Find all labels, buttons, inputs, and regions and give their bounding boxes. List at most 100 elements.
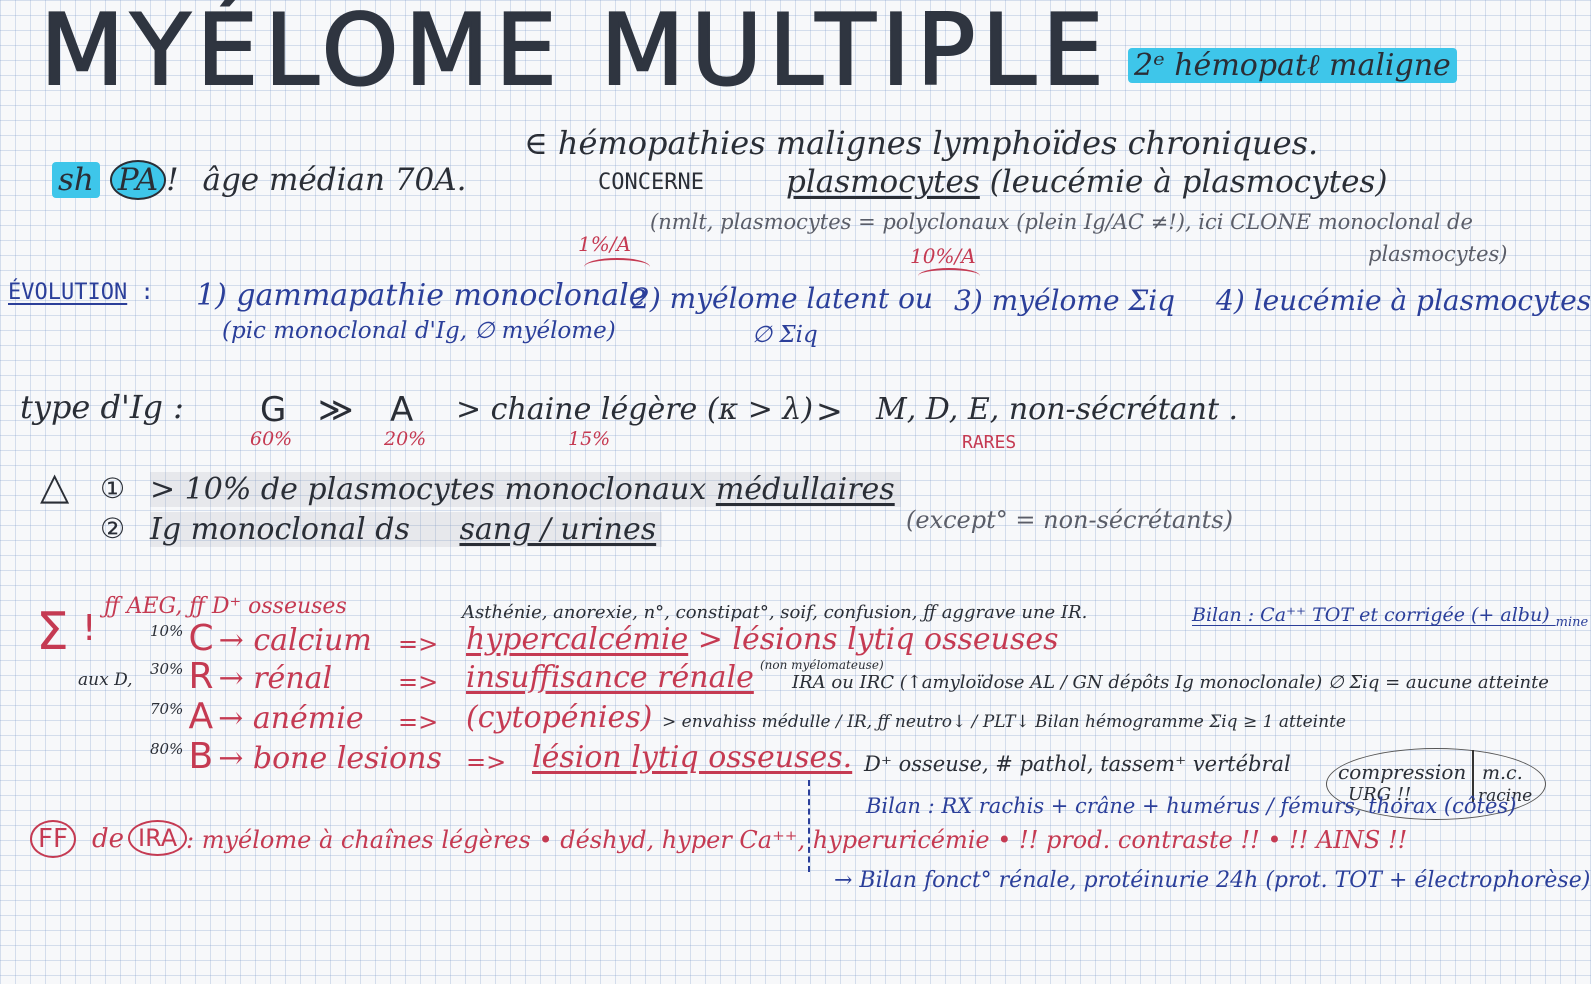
crab-result: lésion lytiq osseuses.	[532, 740, 852, 775]
ig-a: A	[390, 390, 414, 430]
ig-chain: > chaine légère (κ > λ)	[456, 392, 814, 427]
criterion-2-text: Ig monoclonal ds	[150, 512, 410, 547]
symptoms-top: ƒƒ AEG, ƒƒ D⁺ osseuses	[104, 594, 347, 619]
bilan-calcium: Bilan : Ca⁺⁺ TOT et corrigée (+ albu) mi…	[1192, 604, 1588, 630]
sh-excl: !	[166, 162, 179, 198]
evolution-colon: :	[140, 280, 154, 305]
crab-letter: B	[188, 736, 214, 777]
evolution-step-1: 1) gammapathie monoclonale	[196, 278, 647, 313]
crab-result-text: hypercalcémie	[466, 622, 689, 657]
crab-word: → anémie	[218, 701, 364, 736]
crab-extra: > lésions lytiq osseuses	[697, 622, 1059, 657]
delta-icon: △	[40, 464, 70, 508]
criterion-1-number: ①	[100, 472, 126, 505]
sigma-excl: !	[82, 608, 97, 649]
crab-result: (cytopénies)	[466, 700, 652, 735]
criterion-2: Ig monoclonal ds sang / urines	[150, 512, 663, 547]
crab-pct: 30%	[150, 660, 184, 678]
crab-letter: C	[188, 618, 214, 659]
ff-label: FF	[30, 820, 76, 858]
arrow-1	[584, 258, 650, 276]
evolution-step-4: 4) leucémie à plasmocytes	[1216, 284, 1591, 317]
criterion-1: > 10% de plasmocytes monoclonaux médulla…	[150, 472, 901, 507]
ff-ira: IRA	[128, 820, 188, 856]
concerne-plasmocytes: plasmocytes	[786, 164, 980, 200]
crab-row-c: 10% C → calcium	[150, 618, 372, 659]
pct-2: 10%/A	[910, 244, 976, 268]
criterion-2-underlined: sang / urines	[459, 512, 657, 547]
evolution-title: ÉVOLUTION	[8, 280, 128, 305]
age-median: âge médian 70A.	[202, 162, 467, 198]
myelo-note: (non myélomateuse)	[760, 658, 884, 672]
crab-row-r: 30% R → rénal	[150, 656, 332, 697]
symptoms-list: Asthénie, anorexie, n°, constipat°, soif…	[462, 602, 1088, 623]
crab-result: insuffisance rénale	[466, 660, 754, 695]
crab-arrow: =>	[398, 708, 439, 736]
crab-word: → calcium	[218, 623, 372, 658]
subtitle: ∈ hémopathies malignes lymphoïdes chroni…	[524, 124, 1319, 162]
crab-result: hypercalcémie > lésions lytiq osseuses	[466, 622, 1058, 657]
evolution-step-3: 3) myélome Σiq	[954, 284, 1176, 317]
nmlt-note-end: plasmocytes)	[1368, 242, 1508, 266]
ig-gg: ≫	[318, 390, 354, 430]
aux-d: aux D,	[78, 670, 133, 690]
crab-letter: R	[188, 656, 214, 697]
evolution-step-2-sub: ∅ Σiq	[752, 322, 818, 348]
nmlt-note: (nmlt, plasmocytes = polyclonaux (plein …	[650, 210, 1473, 234]
pct-a: 20%	[384, 428, 427, 450]
crab-extra: IRA ou IRC (↑amyloïdose AL / GN dépôts I…	[792, 672, 1549, 693]
crab-pct: 70%	[150, 700, 184, 718]
concerne-paren: (leucémie à plasmocytes)	[989, 164, 1388, 200]
crab-result-text: lésion lytiq osseuses.	[532, 740, 853, 775]
racine-label: racine	[1478, 786, 1533, 806]
crab-result-text: (cytopénies)	[466, 700, 653, 735]
bilan-rx: Bilan : RX rachis + crâne + humérus / fé…	[866, 794, 1517, 818]
sigma-icon: Σ	[36, 602, 69, 662]
title-note: 2ᵉ hémopatℓ maligne	[1128, 48, 1457, 83]
evolution-step-1-sub: (pic monoclonal d'Ig, ∅ myélome)	[222, 318, 616, 344]
ig-gt: >	[816, 392, 843, 430]
urg-label: URG !!	[1348, 784, 1412, 805]
rares-label: RARES	[962, 432, 1017, 453]
compression-label: compression	[1338, 760, 1467, 784]
pct-chain: 15%	[568, 428, 611, 450]
page-title: MYÉLOME MULTIPLE	[39, 0, 1110, 109]
title-note-highlight: 2ᵉ hémopatℓ maligne	[1128, 48, 1457, 83]
ff-text: : myélome à chaînes légères • déshyd, hy…	[186, 826, 1408, 854]
ff-de: de	[92, 824, 125, 854]
mc-label: m.c.	[1482, 762, 1523, 784]
concerne-text: plasmocytes (leucémie à plasmocytes)	[786, 164, 1387, 200]
evolution-label: ÉVOLUTION :	[8, 280, 154, 305]
sh-label: sh	[52, 162, 100, 198]
crab-extra: > envahiss médulle / IR, ƒƒ neutro↓ / PL…	[662, 712, 1346, 732]
pct-g: 60%	[250, 428, 293, 450]
dotted-connector	[808, 780, 810, 872]
ig-g: G	[260, 390, 287, 430]
crab-letter: A	[188, 696, 214, 737]
crab-pct: 80%	[150, 740, 184, 758]
crab-result-text: insuffisance rénale	[466, 660, 754, 695]
crab-pct: 10%	[150, 622, 184, 640]
crab-row-a: 70% A → anémie	[150, 696, 364, 737]
pct-1: 1%/A	[578, 232, 631, 256]
sh-line: sh PA! âge médian 70A.	[52, 160, 466, 200]
criterion-except: (except° = non-sécrétants)	[906, 506, 1233, 534]
compression-oval	[1326, 748, 1546, 820]
arrow-2	[918, 268, 980, 284]
crab-row-b: 80% B → bone lesions	[150, 736, 442, 777]
crab-arrow: =>	[398, 630, 439, 658]
concerne-line: CONCERNE	[598, 170, 704, 195]
bilan-calcium-text: Bilan : Ca⁺⁺ TOT et corrigée (+ albu)	[1192, 604, 1556, 626]
criterion-2-number: ②	[100, 512, 126, 545]
type-ig-label: type d'Ig :	[20, 388, 184, 426]
crab-word: → bone lesions	[218, 741, 442, 776]
pa-circle: PA	[109, 160, 167, 200]
crab-arrow: =>	[398, 668, 439, 696]
criterion-1-text: > 10% de plasmocytes monoclonaux	[150, 472, 707, 507]
compression-divider	[1472, 750, 1474, 802]
evolution-step-2: 2) myélome latent ou	[632, 282, 933, 315]
crab-arrow: =>	[466, 748, 507, 776]
crab-word: → rénal	[218, 661, 333, 696]
ff-bilan: → Bilan fonct° rénale, protéinurie 24h (…	[834, 868, 1591, 893]
concerne-label: CONCERNE	[598, 170, 704, 195]
